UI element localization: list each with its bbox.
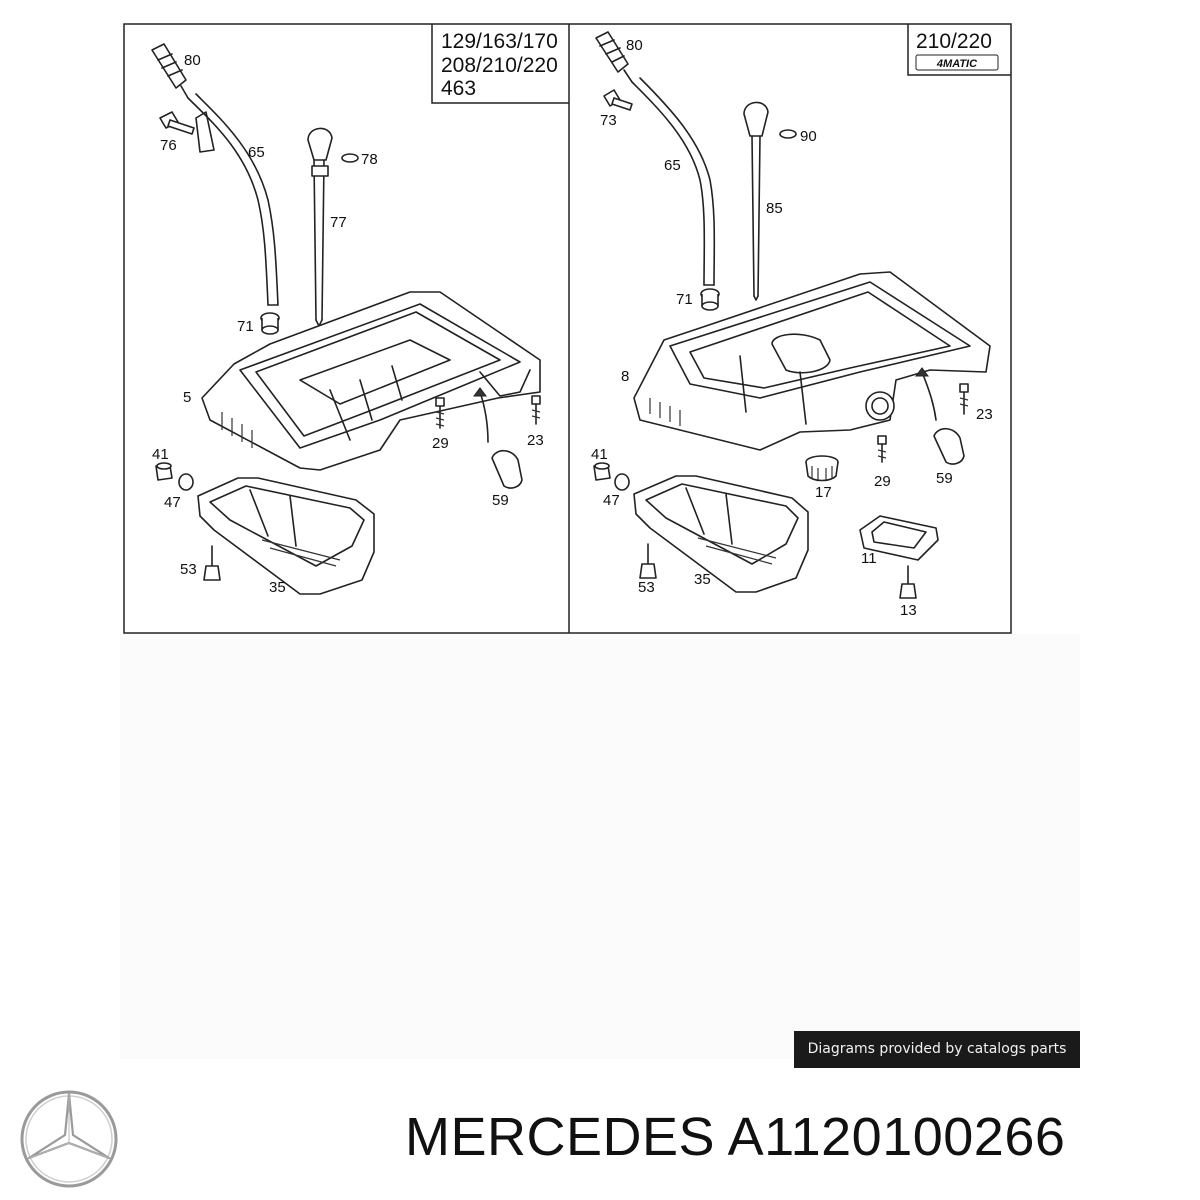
cap-17-right [805,455,839,482]
oil-level-sensor-80 [151,43,189,99]
seal-ring-47-right [614,473,630,491]
plug-71 [260,312,280,335]
page-title: MERCEDES A1120100266 [405,1107,1066,1167]
bolt-23-left [531,395,541,425]
guide-tube-65 [187,93,279,306]
right-model-code-1: 210/220 [916,30,992,53]
callout-left-76: 76 [160,137,177,154]
upper-oil-pan-5 [201,291,541,471]
callout-right-35: 35 [694,571,711,588]
lower-oil-pan-35-right [633,475,809,593]
callout-left-35: 35 [269,579,286,596]
cover-59-left [491,449,523,489]
bolt-53-right [639,543,657,579]
callout-right-71: 71 [676,291,693,308]
left-model-code-box: 129/163/170 208/210/220 463 [431,24,569,104]
bolt-73-right [603,89,633,111]
seal-ring-47-left [178,473,194,491]
lower-backdrop [120,634,1080,1059]
left-model-code-3: 463 [441,77,476,100]
dipstick-85-right [743,101,769,301]
left-model-code-1: 129/163/170 [441,30,558,53]
drain-plug-41-left [155,462,173,481]
left-callouts: 80 76 65 78 77 71 5 29 23 41 47 59 53 35 [152,52,544,596]
callout-right-85: 85 [766,200,783,217]
callout-right-11: 11 [861,550,877,567]
o-ring-78 [341,153,359,163]
bolt-29-right [877,435,887,463]
left-model-code-2: 208/210/220 [441,54,558,77]
upper-oil-pan-8 [633,271,991,451]
left-panel-parts [151,43,541,595]
callout-right-90: 90 [800,128,817,145]
callout-right-8: 8 [621,368,629,385]
callout-left-53: 53 [180,561,197,578]
arrow-59-right [921,371,937,421]
callout-right-47: 47 [603,492,620,509]
guide-tube-65-right [631,77,716,286]
arrow-head-59 [473,387,487,397]
dipstick-77 [307,127,333,327]
cover-plate-11-right [859,515,939,561]
callout-left-59: 59 [492,492,509,509]
callout-right-73: 73 [600,112,617,129]
bolt-23-right [959,383,969,415]
callout-right-80: 80 [626,37,643,54]
callout-right-53: 53 [638,579,655,596]
callout-left-23: 23 [527,432,544,449]
callout-left-47: 47 [164,494,181,511]
bolt-76 [159,111,215,153]
cover-59-right [933,427,965,465]
bolt-53-left [203,545,221,581]
callout-left-77: 77 [330,214,347,231]
callout-right-23: 23 [976,406,993,423]
4matic-badge-text: 4MATIC [936,58,978,70]
bolt-29-left [435,397,445,429]
callout-right-65: 65 [664,157,681,174]
callout-left-41: 41 [152,446,169,463]
right-callouts: 80 73 90 65 85 71 8 23 41 47 17 29 59 53… [591,37,993,619]
arrow-head-59-right [915,367,929,377]
callout-right-17: 17 [815,484,832,501]
callout-left-80: 80 [184,52,201,69]
lower-oil-pan-35-left [197,477,375,595]
credit-banner: Diagrams provided by catalogs parts [794,1031,1080,1068]
right-panel-parts [593,31,991,599]
right-model-code-box: 210/220 4MATIC [907,24,1011,76]
mercedes-star-icon [20,1090,118,1188]
callout-right-13: 13 [900,602,917,619]
callout-left-71: 71 [237,318,254,335]
drain-plug-41-right [593,462,611,481]
callout-left-65: 65 [248,144,265,161]
callout-left-29: 29 [432,435,449,452]
o-ring-90-right [779,129,797,139]
callout-right-29: 29 [874,473,891,490]
plug-71-right [700,288,720,311]
4matic-badge: 4MATIC [915,54,999,71]
oil-level-sensor-80-right [595,31,633,83]
callout-right-41: 41 [591,446,608,463]
bolt-13-right [899,565,917,599]
callout-left-78: 78 [361,151,378,168]
callout-left-5: 5 [183,389,191,406]
callout-right-59: 59 [936,470,953,487]
